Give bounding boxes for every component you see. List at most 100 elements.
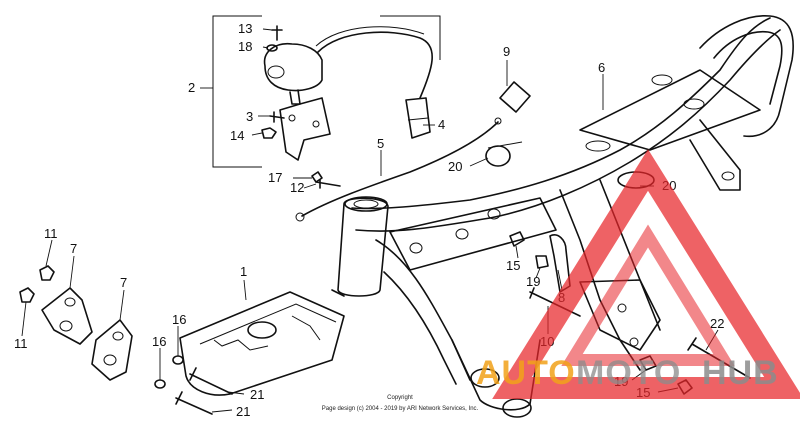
watermark-text-hub: HUB	[702, 354, 779, 392]
watermark-inner-triangle-icon	[561, 224, 735, 366]
plate-nut	[19, 287, 35, 303]
wire-terminal	[295, 212, 305, 222]
down-tube-rear	[383, 271, 457, 385]
frame-decal	[499, 81, 531, 113]
copyright-line-2: Page design (c) 2004 - 2019 by ARI Netwo…	[322, 406, 479, 412]
spark-plug-cap	[405, 97, 431, 139]
callout-7b: 7	[120, 275, 127, 290]
coil-mount-hole	[312, 120, 320, 128]
frame-gusset	[389, 197, 557, 271]
frame-rear-hoop	[699, 15, 794, 138]
copyright-line-1: Copyright	[387, 395, 413, 401]
down-tube-front	[375, 239, 471, 381]
automotohub-watermark: AUTO MOTO HUB	[476, 149, 800, 399]
coil-mount-hole	[288, 114, 296, 122]
plate-nut	[261, 127, 277, 139]
rail-hole	[651, 74, 673, 86]
wire-clamp	[485, 141, 523, 167]
frame-rear-bracket	[689, 119, 741, 191]
plate-hole	[112, 331, 124, 341]
callout-11b: 11	[14, 336, 28, 351]
callout-18: 18	[238, 39, 252, 54]
plate-hole	[64, 297, 76, 307]
frame-backbone-upper	[351, 17, 771, 210]
callout-5: 5	[377, 136, 384, 151]
copyright-notice: Copyright Page design (c) 2004 - 2019 by…	[322, 395, 479, 412]
frame-backbone-lower	[355, 29, 781, 232]
engine-mount-plate	[41, 287, 93, 345]
callout-15a: 15	[506, 258, 520, 273]
steering-head	[337, 197, 389, 297]
callout-21b: 21	[236, 404, 250, 419]
steering-stop	[331, 289, 345, 297]
skid-plate-bolt	[175, 391, 213, 415]
callout-21a: 21	[250, 387, 264, 402]
plate-hole	[103, 354, 117, 366]
plate-screw	[269, 111, 285, 123]
skid-plate-rib	[213, 339, 269, 351]
cradle-boss	[502, 398, 532, 418]
callout-20a: 20	[448, 159, 462, 174]
callout-3: 3	[246, 109, 253, 124]
ignition-coil	[263, 42, 323, 92]
callout-7a: 7	[70, 241, 77, 256]
rail-hole	[585, 140, 611, 152]
coil-terminal	[267, 65, 285, 79]
spark-plug-lead	[317, 31, 433, 99]
gusset-hole	[409, 242, 423, 254]
gusset-hole	[455, 228, 469, 240]
leader-lines	[21, 28, 719, 413]
watermark-text-auto: AUTO	[476, 354, 576, 392]
hanger-hole	[629, 337, 639, 347]
callout-12: 12	[290, 180, 304, 195]
washer	[172, 355, 184, 365]
frame-center-tube	[559, 189, 641, 371]
main-frame	[331, 15, 794, 418]
rear-bracket-hole	[721, 171, 735, 181]
rail-hole	[683, 98, 705, 110]
plate-nut	[39, 265, 55, 281]
ground-wire-assembly	[295, 117, 502, 222]
callout-1: 1	[240, 264, 247, 279]
coil-bracket-frame	[212, 15, 262, 168]
wire-terminal	[494, 117, 502, 125]
callout-14: 14	[230, 128, 244, 143]
callout-11a: 11	[44, 226, 58, 241]
callout-6: 6	[598, 60, 605, 75]
skid-plate-edge	[199, 303, 337, 345]
skid-plate-rib	[291, 315, 321, 341]
ignition-coil-assembly	[212, 15, 441, 168]
callout-13: 13	[238, 21, 252, 36]
spark-plug-cap-rib	[407, 117, 429, 121]
watermark-text-moto: MOTO	[576, 354, 681, 392]
ground-washer	[311, 171, 323, 183]
ground-wire	[301, 121, 499, 217]
coil-boot	[289, 89, 301, 105]
plate-hole	[59, 320, 73, 332]
skid-plate-assembly	[154, 291, 345, 415]
watermark-triangle-icon	[492, 149, 800, 399]
callout-19a: 19	[526, 274, 540, 289]
spark-plug-lead-inner	[315, 26, 425, 47]
gusset-hole	[487, 208, 501, 220]
bolt-nut	[509, 231, 525, 247]
engine-mount-plate	[91, 319, 133, 381]
steering-head-bore	[353, 199, 379, 209]
callout-16b: 16	[152, 334, 166, 349]
engine-mount-plates	[19, 265, 133, 381]
clamp-tab	[487, 141, 523, 149]
cradle-boss	[470, 368, 500, 388]
skid-plate-hole	[247, 321, 277, 339]
skid-plate	[179, 291, 345, 396]
coil-mount-plate	[279, 97, 331, 161]
hanger-hole	[617, 303, 627, 313]
callout-16a: 16	[172, 312, 186, 327]
skid-plate-bolt	[189, 367, 233, 395]
callout-2: 2	[188, 80, 195, 95]
frame-rear-hoop-inner	[713, 30, 783, 105]
steering-head-top	[344, 196, 388, 212]
coil-bracket-frame-right	[380, 15, 441, 60]
callout-9: 9	[503, 44, 510, 59]
seat-rail-crossmember	[579, 69, 761, 151]
